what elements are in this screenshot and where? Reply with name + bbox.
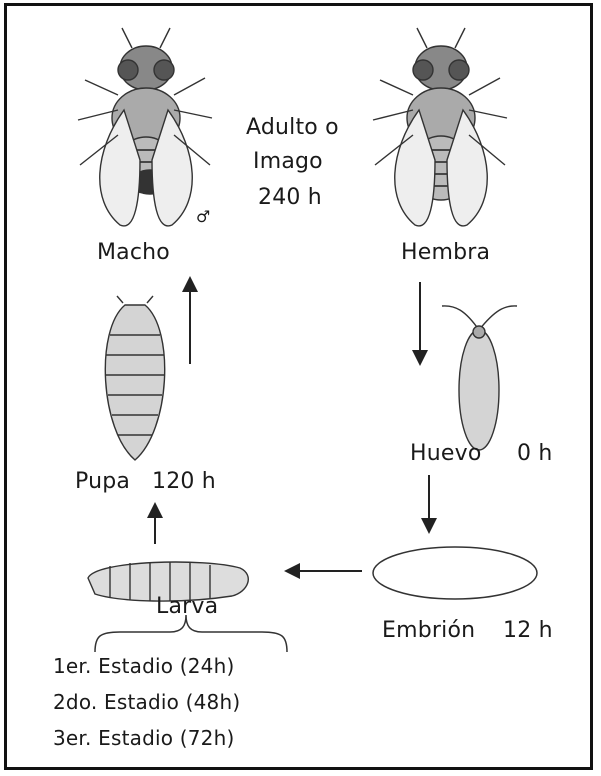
female-fly-illustration (373, 28, 507, 226)
egg-time: 0 h (517, 441, 553, 466)
adult-title-line2: Imago (253, 149, 323, 174)
larva-label: Larva (156, 594, 218, 619)
male-symbol: ♂ (196, 207, 211, 226)
larva-instar-1: 1er. Estadio (24h) (53, 654, 234, 678)
female-label: Hembra (401, 240, 490, 265)
pupa-illustration (105, 296, 164, 460)
embryo-label: Embrión (382, 618, 475, 643)
male-fly-illustration (78, 28, 212, 226)
male-label: Macho (97, 240, 170, 265)
egg-label: Huevo (410, 441, 482, 466)
egg-illustration (442, 306, 517, 450)
embryo-time: 12 h (503, 618, 553, 643)
pupa-time: 120 h (152, 469, 216, 494)
larva-brace (95, 615, 287, 652)
adult-time: 240 h (258, 185, 322, 210)
pupa-label: Pupa (75, 469, 130, 494)
larva-instar-3: 3er. Estadio (72h) (53, 726, 234, 750)
embryo-illustration (373, 547, 537, 599)
adult-title-line1: Adulto o (246, 115, 339, 140)
larva-instar-2: 2do. Estadio (48h) (53, 690, 240, 714)
